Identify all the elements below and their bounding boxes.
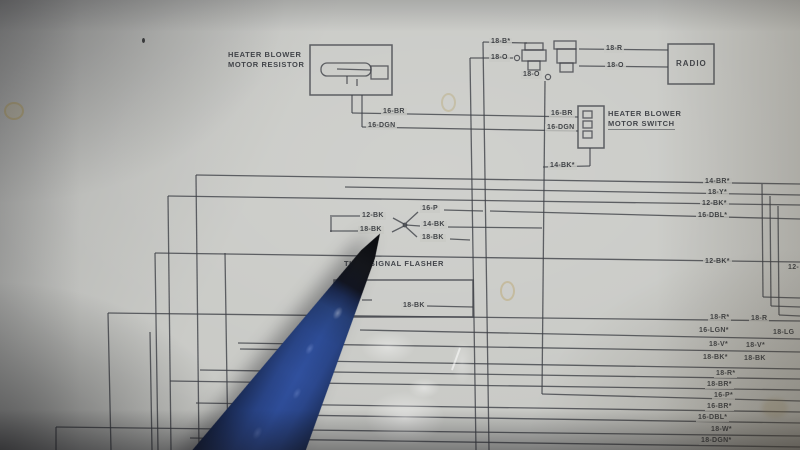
wire-label: 18-W*: [709, 426, 734, 434]
wire-label: 14-BK: [421, 221, 447, 229]
wire-label: 18-R: [604, 45, 625, 53]
wire-label: 18-O: [605, 62, 626, 70]
wire-label: 16-DBL*: [696, 212, 730, 220]
wire-label: 18-O: [521, 71, 542, 79]
wire-label: 16-LGN*: [697, 327, 731, 335]
wire-label: 18-LG: [771, 329, 797, 337]
wire-label: 16-BR*: [705, 403, 734, 411]
wire-label: 18-BR*: [705, 381, 734, 389]
wire-label: 18-B*: [489, 38, 513, 46]
wire-label: 14-BR*: [703, 178, 732, 186]
wire-label: 18-R*: [708, 314, 732, 322]
wire-label: 18-V*: [707, 341, 731, 349]
wire-label: 18-O: [489, 54, 510, 62]
wire-label: 18-BK: [420, 234, 446, 242]
wire-label: 16-DGN: [366, 122, 398, 130]
wire-label: 18-BK: [742, 355, 768, 363]
wire-label: 18-R*: [714, 370, 738, 378]
wire-label: 14-BK*: [548, 162, 577, 170]
wire-label: 18-R: [749, 315, 770, 323]
wire-label: 16-DBL*: [696, 414, 730, 422]
wire-label: 12-BK*: [700, 200, 729, 208]
wire-label: 16-BR: [549, 110, 575, 118]
wire-label: 18-DGN*: [699, 437, 734, 445]
wire-label: 18-Y*: [706, 189, 730, 197]
wire-label: 12-: [786, 264, 800, 272]
wire-label: 18-BK*: [701, 354, 730, 362]
wire-label: 12-BK: [360, 212, 386, 220]
wire-label: 16-P*: [712, 392, 736, 400]
wire-label: 16-P: [420, 205, 440, 213]
wire-label: 16-DGN: [545, 124, 577, 132]
wire-label: 18-V*: [744, 342, 768, 350]
wire-label: 16-BR: [381, 108, 407, 116]
wire-label: 12-BK*: [703, 258, 732, 266]
